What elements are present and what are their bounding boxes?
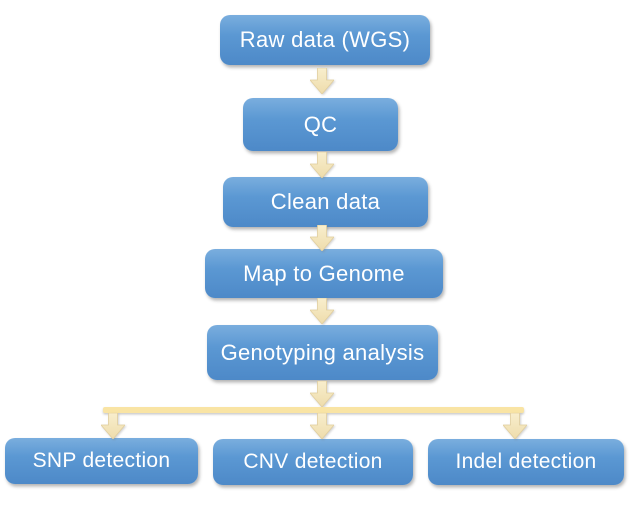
node-clean-data: Clean data xyxy=(223,177,428,227)
down-arrow-icon xyxy=(310,68,334,94)
node-clean-data-label: Clean data xyxy=(270,189,381,214)
down-arrow-icon xyxy=(310,298,334,324)
node-cnv-detection-label: CNV detection xyxy=(243,450,383,473)
node-snp-detection-label: SNP detection xyxy=(32,449,171,472)
node-indel-detection: Indel detection xyxy=(428,439,624,485)
down-arrow-icon xyxy=(503,413,527,439)
down-arrow-icon xyxy=(310,152,334,178)
node-map-to-genome: Map to Genome xyxy=(205,249,443,298)
node-qc-label: QC xyxy=(303,111,338,137)
node-map-to-genome-label: Map to Genome xyxy=(243,260,405,286)
node-cnv-detection: CNV detection xyxy=(213,439,413,485)
node-genotyping-analysis: Genotyping analysis xyxy=(207,325,438,380)
down-arrow-icon xyxy=(310,381,334,407)
node-snp-detection: SNP detection xyxy=(5,438,198,484)
node-qc: QC xyxy=(243,98,398,151)
node-raw-data-label: Raw data (WGS) xyxy=(239,27,411,52)
node-indel-detection-label: Indel detection xyxy=(455,450,597,473)
down-arrow-icon xyxy=(101,413,125,439)
node-raw-data: Raw data (WGS) xyxy=(220,15,430,65)
down-arrow-icon xyxy=(310,225,334,251)
branch-connector-line xyxy=(103,407,524,413)
node-genotyping-analysis-label: Genotyping analysis xyxy=(220,339,425,365)
down-arrow-icon xyxy=(310,413,334,439)
